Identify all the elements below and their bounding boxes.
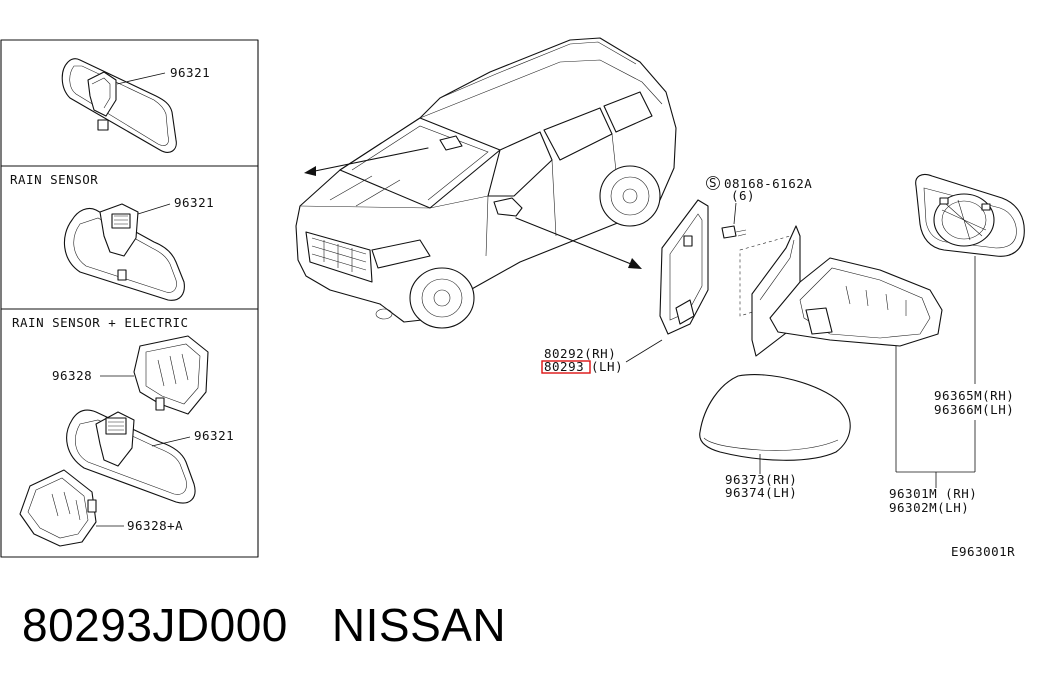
- callout-96321-standard: 96321: [170, 65, 210, 80]
- highlight-box: [541, 360, 591, 374]
- gasket-part: 80292(RH) 80293 (LH): [541, 199, 709, 374]
- callout-glass-rh: 96365M(RH): [934, 388, 1014, 403]
- panel-heading-rain-sensor: RAIN SENSOR: [10, 172, 98, 187]
- callout-96328: 96328: [52, 368, 92, 383]
- callout-gasket-lh-part: 80293: [544, 359, 584, 374]
- bolt-symbol: S: [709, 175, 717, 190]
- vehicle-drawing: [295, 37, 677, 329]
- part-caption: 80293JD000 NISSAN: [22, 598, 506, 652]
- panel-standard-mirror: 96321: [61, 58, 210, 153]
- callout-bolt: 08168-6162A: [724, 176, 812, 191]
- inset-panels: [0, 39, 259, 558]
- diagram-id: E963001R: [951, 544, 1015, 559]
- callout-gasket-rh: 80292(RH): [544, 346, 616, 361]
- callout-glass-lh: 96366M(LH): [934, 402, 1014, 417]
- brand-name: NISSAN: [331, 599, 507, 651]
- callout-cover-rh: 96373(RH): [725, 472, 797, 487]
- panel-rain-sensor-electric: RAIN SENSOR + ELECTRIC 96328 96321 96328…: [12, 315, 234, 547]
- callout-96328-a: 96328+A: [127, 518, 183, 533]
- mirror-glass: 96365M(RH) 96366M(LH) 96301M (RH) 96302M…: [889, 173, 1025, 515]
- mirror-cover: 96373(RH) 96374(LH): [699, 374, 851, 500]
- callout-cover-lh: 96374(LH): [725, 485, 797, 500]
- bolt-part: S 08168-6162A (6): [706, 175, 812, 317]
- panel-heading-rain-sensor-electric: RAIN SENSOR + ELECTRIC: [12, 315, 189, 330]
- callout-gasket-lh-side: (LH): [591, 359, 623, 374]
- callout-assy-lh: 96302M(LH): [889, 500, 969, 515]
- mirror-housing: [769, 257, 943, 472]
- callout-assy-rh: 96301M (RH): [889, 486, 977, 501]
- part-number: 80293JD000: [22, 599, 288, 651]
- callout-bolt-qty: (6): [731, 188, 755, 203]
- panel-rain-sensor-mirror: RAIN SENSOR 96321: [10, 172, 214, 301]
- callout-96321-rain: 96321: [174, 195, 214, 210]
- callout-96321-electric: 96321: [194, 428, 234, 443]
